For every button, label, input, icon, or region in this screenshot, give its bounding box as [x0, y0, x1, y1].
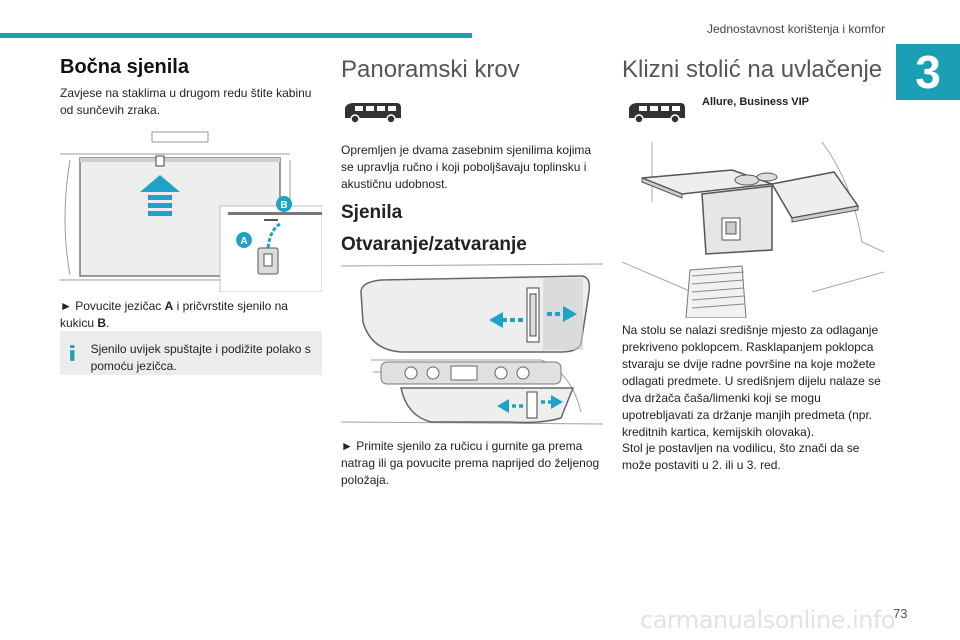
side-shades-step: ► Povucite jezičac A i pričvrstite sjeni… [60, 299, 288, 330]
right-arrow-icon [547, 306, 577, 322]
grab-handle-outline [151, 131, 209, 143]
trim-levels: Allure, Business VIP [702, 96, 810, 108]
info-note: Sjenilo uvijek spuštajte i podižite pola… [60, 331, 322, 375]
rear-roof-panel [400, 387, 575, 424]
sliding-table-body-2: Stol je postavljen na vodilicu, što znač… [622, 441, 860, 472]
label-b-badge [276, 196, 292, 212]
section-title-panoramic-roof: Panoramski krov [341, 56, 520, 83]
watermark: carmanualsonline.info [640, 606, 896, 634]
side-shade-illustration: B A [60, 131, 322, 292]
sliding-table-body: Na stolu se nalazi središnje mjesto za o… [622, 323, 881, 439]
up-arrow-icon [140, 175, 180, 216]
top-accent-bar [0, 33, 472, 38]
side-shades-intro: Zavjese na staklima u drugom redu štite … [60, 86, 312, 117]
section-title-sliding-table: Klizni stolić na uvlačenje [622, 56, 883, 83]
subtitle-open-close: Otvaranje/zatvaranje [341, 234, 527, 255]
van-icon-trim [629, 103, 685, 124]
section-title-side-shades: Bočna sjenila [60, 56, 189, 78]
column-panoramic-roof: Panoramski krov [341, 56, 603, 92]
info-note-text: Sjenilo uvijek spuštajte i podižite pola… [90, 342, 311, 373]
curved-arrow-icon [266, 222, 281, 249]
right-arrow-icon-rear [541, 395, 563, 409]
panoramic-roof-step: ► Primite sjenilo za ručicu i gurnite ga… [341, 439, 600, 487]
label-a-badge [236, 232, 252, 248]
chapter-tab: 3 [896, 44, 960, 100]
section-header: Jednostavnost korištenja i komfor [707, 22, 886, 36]
info-icon [70, 345, 75, 361]
van-icon [345, 103, 401, 124]
column-side-shades: Bočna sjenila Zavjese na staklima u drug… [60, 56, 322, 119]
column-sliding-table: Klizni stolić na uvlačenje [622, 56, 884, 92]
sliding-table-illustration [622, 142, 884, 318]
left-arrow-icon [489, 312, 523, 328]
label-b: B [280, 200, 287, 211]
roof-shade-illustration [341, 263, 603, 425]
label-a: A [240, 236, 247, 247]
subtitle-shades: Sjenila [341, 202, 403, 223]
left-arrow-icon-rear [497, 399, 523, 413]
page-number: 73 [893, 606, 908, 621]
panoramic-roof-intro: Opremljen je dvama zasebnim sjenilima ko… [341, 143, 592, 191]
